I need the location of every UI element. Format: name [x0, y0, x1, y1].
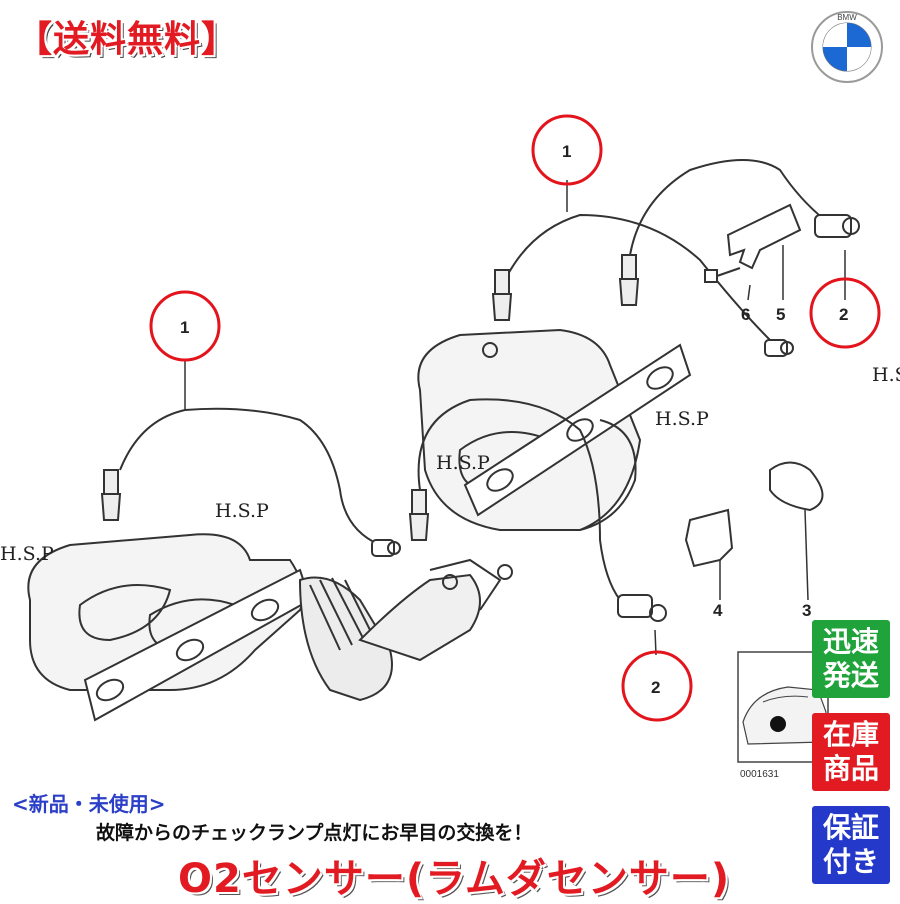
- o2-sensor-middle: [408, 489, 430, 541]
- o2-sensor-upper-b: [618, 254, 640, 306]
- highlight-circle: [809, 277, 881, 349]
- highlight-circle: [149, 290, 221, 362]
- o2-connector-lower: [371, 539, 401, 557]
- watermark: H.S.P: [215, 500, 269, 522]
- bracket-part: [726, 203, 802, 270]
- badge-line: 保証: [822, 811, 879, 844]
- in-stock-badge: 在庫 商品: [812, 713, 890, 791]
- callout-number: 1: [562, 142, 571, 161]
- o2-sensor-lower-wire: [119, 407, 381, 546]
- callout-number: 6: [741, 305, 750, 324]
- watermark: H.S.P: [872, 364, 900, 386]
- bmw-logo: BMW: [811, 11, 883, 83]
- o2-connector-middle: [617, 594, 667, 622]
- badge-line: 発送: [822, 659, 879, 692]
- badge-line: 付き: [822, 845, 879, 878]
- watermark: H.S.P: [436, 452, 490, 474]
- wire-holder-part: [769, 461, 824, 512]
- exhaust-manifold-lower: [27, 533, 513, 722]
- watermark: H.S.P: [655, 408, 709, 430]
- warranty-badge: 保証 付き: [812, 806, 890, 884]
- bolt-part: [704, 267, 741, 283]
- o2-sensor-upper-right-wire: [629, 159, 826, 256]
- fast-shipping-badge: 迅速 発送: [812, 620, 890, 698]
- exhaust-manifold-upper: [417, 328, 692, 531]
- callout-number: 2: [839, 305, 848, 324]
- highlight-circle: [621, 650, 693, 722]
- callout-number: 1: [180, 318, 189, 337]
- o2-connector-upper-a: [764, 339, 794, 357]
- replacement-notice: 故障からのチェックランプ点灯にお早目の交換を！: [96, 822, 533, 844]
- badge-line: 迅速: [822, 625, 879, 658]
- callout-number: 2: [651, 678, 660, 697]
- product-name: O2センサー(ラムダセンサー): [178, 856, 731, 902]
- o2-sensor-upper-a: [491, 269, 513, 321]
- watermark: H.S.P: [0, 543, 54, 565]
- badge-line: 在庫: [822, 718, 879, 751]
- inset-code: 0001631: [740, 769, 779, 780]
- bmw-logo-text: BMW: [837, 13, 857, 22]
- o2-sensor-middle-wire: [417, 398, 621, 601]
- new-unused-tag: <新品・未使用>: [12, 792, 166, 816]
- free-shipping-banner: 【送料無料】: [16, 19, 239, 60]
- callout-number: 5: [776, 305, 785, 324]
- callout-number: 4: [713, 601, 723, 620]
- o2-sensor-lower: [100, 469, 122, 521]
- badge-line: 商品: [822, 752, 879, 785]
- o2-sensor-upper-wire: [504, 213, 771, 341]
- highlight-circles: [149, 114, 881, 722]
- callout-number: 3: [802, 601, 811, 620]
- clip-part: [684, 508, 734, 568]
- highlight-circle: [531, 114, 603, 186]
- o2-connector-upper-b: [814, 214, 860, 238]
